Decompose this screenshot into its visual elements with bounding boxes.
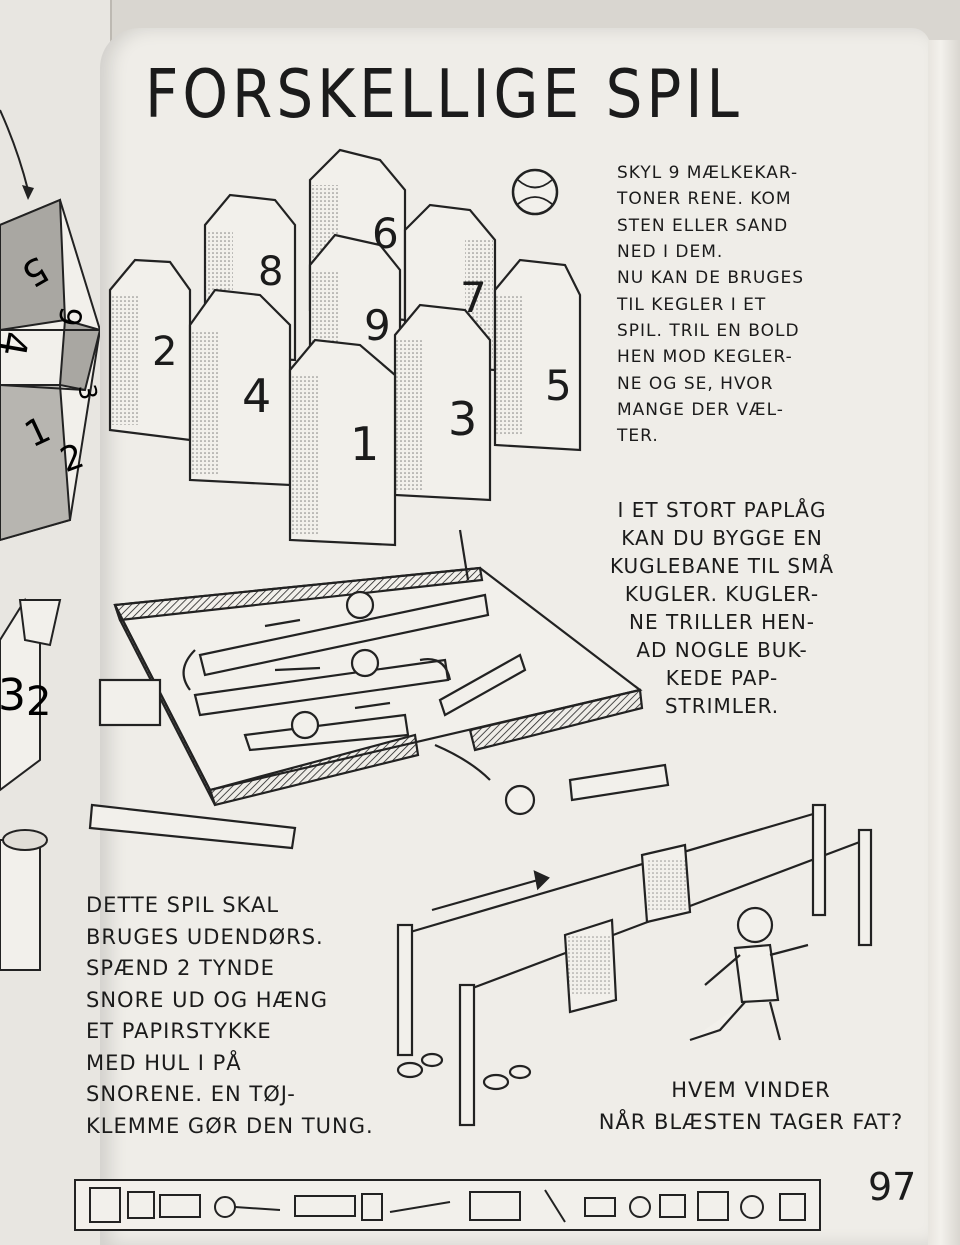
page-title: FORSKELLIGE SPIL (145, 55, 743, 134)
udendors-instructions: DETTE SPIL SKAL BRUGES UDENDØRS. SPÆND 2… (86, 893, 374, 1138)
ball-icon (511, 168, 559, 216)
carton-number: 2 (152, 329, 177, 375)
carton-number: 7 (460, 273, 487, 322)
carton-number: 6 (372, 209, 399, 258)
carton-number: 8 (258, 249, 283, 295)
carton-number: 3 (0, 670, 26, 721)
page-edge (928, 40, 960, 1245)
carton-number: 9 (364, 301, 391, 350)
milk-carton-pins (108, 148, 582, 547)
carton-number: 4 (242, 369, 271, 423)
page-number: 97 (868, 1165, 917, 1209)
carton-number: 5 (545, 361, 572, 410)
left-page: 5 9 4 3 1 2 3 2 (0, 0, 112, 1245)
carton-number: 3 (448, 392, 477, 446)
carton-number: 2 (26, 679, 51, 725)
tools-strip (74, 1179, 821, 1231)
carton-number: 1 (350, 417, 379, 471)
marble-run-box (88, 529, 670, 850)
outdoor-wind-game (396, 803, 873, 1127)
kegler-instructions: SKYL 9 MÆLKEKAR- TONER RENE. KOM STEN EL… (617, 163, 805, 447)
kuglebane-instructions: I ET STORT PAPLÅG KAN DU BYGGE EN KUGLEB… (609, 498, 835, 718)
wheel-number: 3 (72, 382, 102, 402)
vinder-question: HVEM VINDER NÅR BLÆSTEN TAGER FAT? (598, 1078, 904, 1134)
left-page-illustration: 5 9 4 3 1 2 3 2 (0, 109, 103, 971)
